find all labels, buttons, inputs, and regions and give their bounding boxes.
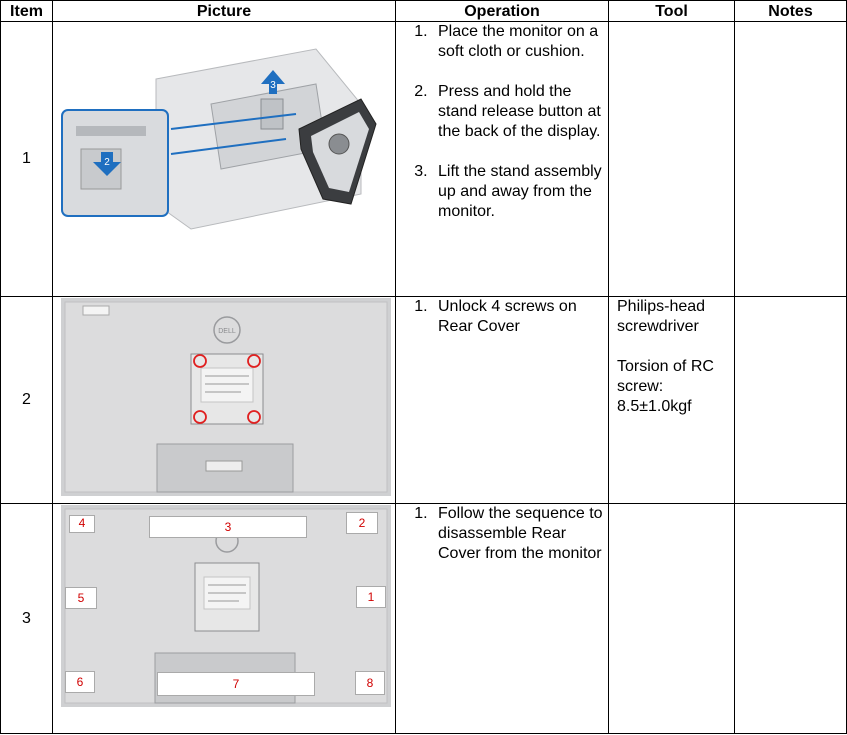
operation-cell: Unlock 4 screws on Rear Cover [395, 296, 609, 504]
header-item: Item [0, 0, 53, 22]
sequence-label: 5 [65, 587, 97, 609]
stand-removal-image: 3 2 [61, 48, 377, 230]
screw-marker [247, 410, 261, 424]
picture-cell: DELL [52, 296, 396, 504]
picture-cell: 3 2 [52, 21, 396, 297]
screw-marker [247, 354, 261, 368]
operation-step: Follow the sequence to disassemble Rear … [432, 504, 604, 564]
sequence-label: 8 [355, 671, 385, 695]
notes-cell [734, 21, 847, 297]
callout-3: 3 [270, 80, 276, 91]
sequence-label: 3 [149, 516, 307, 538]
tool-screwdriver: Philips-head screwdriver [617, 298, 706, 335]
notes-cell [734, 296, 847, 504]
header-row: Item Picture Operation Tool Notes [0, 0, 847, 22]
sequence-label: 6 [65, 671, 95, 693]
screw-marker [193, 354, 207, 368]
callout-2: 2 [104, 157, 110, 168]
screw-marker [193, 410, 207, 424]
arrow-down-icon [93, 152, 121, 176]
operation-cell: Place the monitor on a soft cloth or cus… [395, 21, 609, 297]
header-picture: Picture [52, 0, 396, 22]
operation-step: Unlock 4 screws on Rear Cover [432, 297, 604, 337]
table-row-1: 1 3 2 Place the monitor [0, 21, 847, 297]
operation-step: Press and hold the stand release button … [432, 82, 604, 142]
sequence-label: 7 [157, 672, 315, 696]
item-number: 2 [0, 296, 53, 504]
svg-text:DELL: DELL [218, 328, 236, 335]
rear-cover-sequence-image: 4 3 2 5 1 6 7 8 [61, 505, 391, 707]
tool-cell: Philips-head screwdriver Torsion of RC s… [608, 296, 735, 504]
operation-cell: Follow the sequence to disassemble Rear … [395, 503, 609, 734]
sequence-label: 2 [346, 512, 378, 534]
header-tool: Tool [608, 0, 735, 22]
item-number: 1 [0, 21, 53, 297]
arrow-up-icon [261, 70, 285, 94]
sequence-label: 4 [69, 515, 95, 533]
notes-cell [734, 503, 847, 734]
tool-torsion: Torsion of RC screw: 8.5±1.0kgf [617, 358, 714, 415]
sequence-label: 1 [356, 586, 386, 608]
operation-step: Place the monitor on a soft cloth or cus… [432, 22, 604, 62]
tool-cell [608, 503, 735, 734]
table-row-2: 2 DELL Unlock [0, 296, 847, 504]
header-notes: Notes [734, 0, 847, 22]
table-row-3: 3 4 3 2 5 1 6 7 [0, 503, 847, 734]
operation-step: Lift the stand assembly up and away from… [432, 162, 604, 222]
picture-cell: 4 3 2 5 1 6 7 8 [52, 503, 396, 734]
tool-cell [608, 21, 735, 297]
header-operation: Operation [395, 0, 609, 22]
dell-logo [213, 316, 241, 344]
rear-cover-screws-image: DELL [61, 298, 391, 496]
item-number: 3 [0, 503, 53, 734]
